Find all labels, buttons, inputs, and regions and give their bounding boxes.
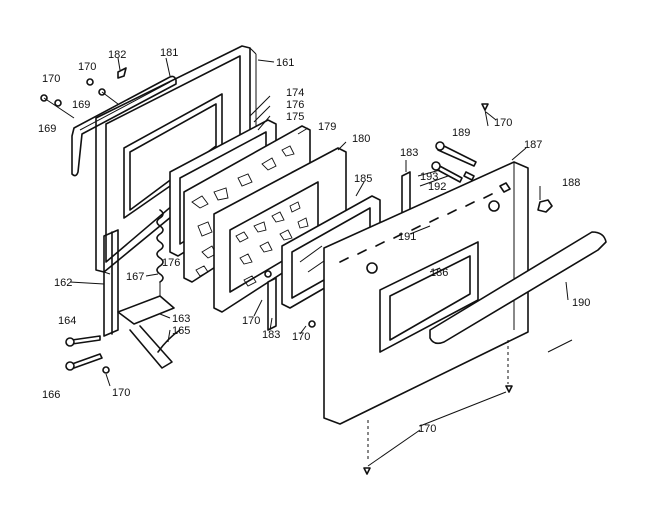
label-189: 189 — [452, 127, 470, 139]
label-175: 175 — [286, 111, 304, 123]
label-170-c: 170 — [494, 117, 512, 129]
leader-lines — [69, 57, 573, 467]
hinge-screws — [65, 335, 103, 371]
label-182: 182 — [108, 49, 126, 61]
inner-door-liner — [95, 45, 257, 275]
gasket-clip — [117, 67, 127, 79]
handle-nut — [537, 199, 553, 213]
label-161: 161 — [276, 57, 294, 69]
door-handle — [429, 231, 607, 345]
label-167: 167 — [126, 271, 144, 283]
label-169-b: 169 — [38, 123, 56, 135]
label-170-g: 170 — [418, 423, 436, 435]
label-183-a: 183 — [400, 147, 418, 159]
door-hinge — [103, 229, 181, 369]
label-187: 187 — [524, 139, 542, 151]
screw-170-top-left — [40, 78, 119, 119]
part-labels: 161 181 182 170 170 169 169 174 176 175 … — [38, 47, 590, 435]
label-162: 162 — [54, 277, 72, 289]
label-186: 186 — [430, 267, 448, 279]
label-193: 193 — [420, 171, 438, 183]
label-170-e: 170 — [242, 315, 260, 327]
label-191: 191 — [398, 231, 416, 243]
door-gasket — [71, 75, 177, 177]
label-170-f: 170 — [292, 331, 310, 343]
hinge-spring — [156, 209, 164, 296]
screws-170 — [102, 103, 513, 475]
label-183-b: 183 — [262, 329, 280, 341]
label-166: 166 — [42, 389, 60, 401]
label-169-a: 169 — [72, 99, 90, 111]
handle-screws — [431, 141, 477, 183]
label-190: 190 — [572, 297, 590, 309]
label-181: 181 — [160, 47, 178, 59]
label-174: 174 — [286, 87, 304, 99]
label-180: 180 — [352, 133, 370, 145]
label-165: 165 — [172, 325, 190, 337]
label-163: 163 — [172, 313, 190, 325]
outer-door-panel — [323, 161, 529, 425]
label-188: 188 — [562, 177, 580, 189]
label-170-d: 170 — [112, 387, 130, 399]
label-170-b: 170 — [42, 73, 60, 85]
label-192: 192 — [428, 181, 446, 193]
label-176-a: 176 — [286, 99, 304, 111]
label-176-b: 176 — [162, 257, 180, 269]
label-185: 185 — [354, 173, 372, 185]
label-164: 164 — [58, 315, 76, 327]
label-170-a: 170 — [78, 61, 96, 73]
label-179: 179 — [318, 121, 336, 133]
